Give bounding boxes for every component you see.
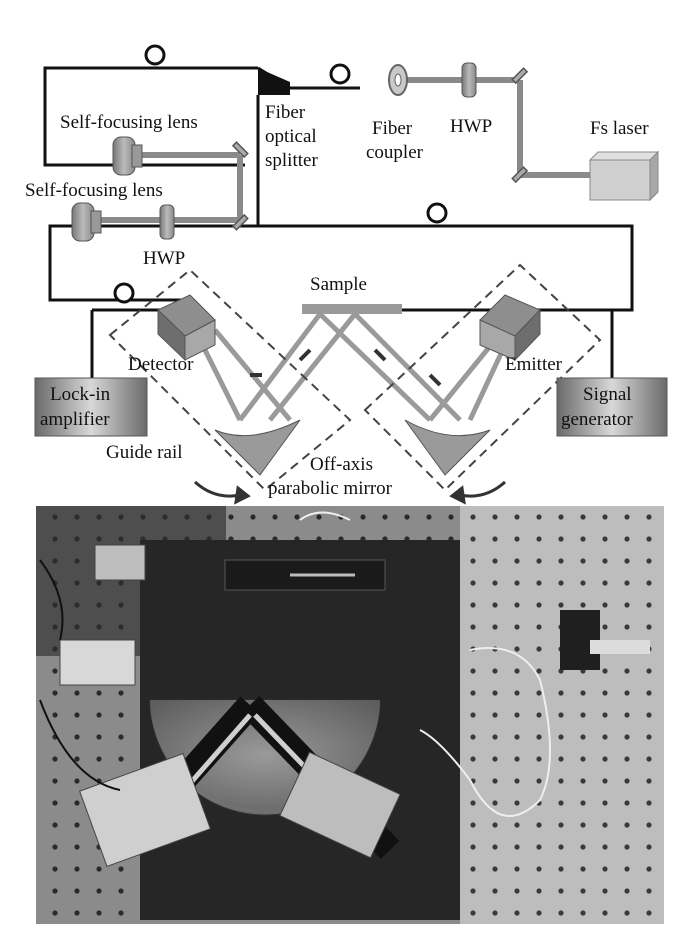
signal-generator-box [556, 377, 668, 437]
guide-rails [108, 263, 602, 492]
parabolic-mirror-left-icon [214, 419, 301, 476]
label-fiber-optical-splitter-2: optical [265, 126, 317, 147]
label-signal-generator-1: Signal [583, 384, 632, 405]
label-off-axis-2: parabolic mirror [268, 478, 393, 499]
label-fiber-optical-splitter-3: splitter [265, 150, 318, 171]
label-fiber-optical-splitter-1: Fiber [265, 102, 306, 123]
hwp-bottom-icon [159, 204, 175, 240]
right-device-cluster [279, 751, 401, 859]
setup-photograph [36, 506, 664, 924]
thz-beam-paths [197, 312, 508, 422]
label-self-focusing-lens-bottom: Self-focusing lens [25, 180, 163, 201]
label-hwp-bottom: HWP [143, 248, 185, 269]
beam-paths [100, 77, 600, 223]
label-detector: Detector [128, 354, 194, 375]
lock-in-amplifier-box [34, 377, 148, 437]
label-hwp-top: HWP [450, 116, 492, 137]
left-device-cluster [78, 752, 212, 868]
detector-icon [157, 294, 216, 362]
label-sample: Sample [310, 274, 367, 295]
label-signal-generator-2: generator [561, 409, 633, 430]
beam-markers [250, 348, 442, 387]
fiber-coupler-icon [388, 64, 408, 96]
fiber-loop-markers [113, 44, 448, 304]
label-lock-in-1: Lock-in [50, 384, 111, 405]
label-emitter: Emitter [505, 354, 563, 375]
self-focusing-lens-top-icon [112, 136, 143, 176]
label-guide-rail: Guide rail [106, 442, 183, 463]
rotation-arrows [193, 480, 507, 505]
fs-laser-icon [588, 150, 660, 202]
label-fiber-coupler-1: Fiber [372, 118, 413, 139]
cables [299, 511, 551, 817]
label-fs-laser: Fs laser [590, 118, 649, 139]
sample-icon [302, 304, 402, 314]
fiber-splitter-shape [258, 68, 290, 95]
hwp-top-icon [461, 62, 477, 98]
self-focusing-lens-bottom-icon [71, 202, 102, 242]
mirrors [231, 67, 529, 231]
label-self-focusing-lens-top: Self-focusing lens [60, 112, 198, 133]
label-fiber-coupler-2: coupler [366, 142, 424, 163]
label-off-axis-1: Off-axis [310, 454, 373, 475]
emitter-icon [479, 294, 541, 362]
label-lock-in-2: amplifier [40, 409, 110, 430]
parabolic-mirror-right-icon [404, 419, 491, 476]
schematic-diagram: Self-focusing lens Self-focusing lens Fi… [25, 44, 668, 505]
